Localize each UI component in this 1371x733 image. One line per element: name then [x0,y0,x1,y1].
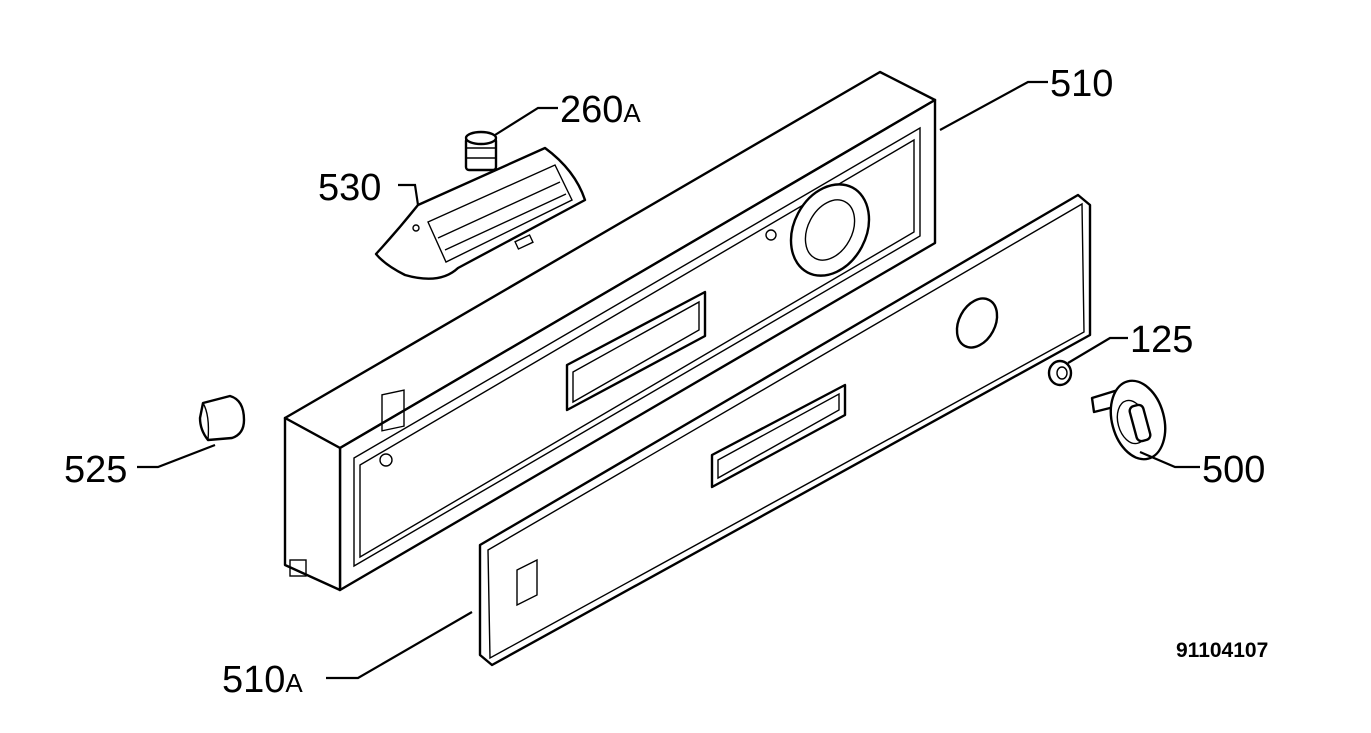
drawing-number: 91104107 [1176,639,1268,662]
part-530-bracket [374,146,587,280]
part-510-control-panel [283,70,937,592]
label-500: 500 [1202,449,1265,491]
label-510: 510 [1050,63,1113,105]
part-500-knob [1090,379,1167,461]
part-260A-bush [464,130,498,172]
part-525-button [198,394,246,442]
label-125: 125 [1130,319,1193,361]
part-125-nut [1047,359,1073,387]
part-510A-facia-plate [478,193,1092,667]
label-510A: 510A [222,659,303,701]
label-530: 530 [318,167,381,209]
leader-lines [137,80,1200,680]
label-525: 525 [64,449,127,491]
label-260A: 260A [560,89,641,131]
